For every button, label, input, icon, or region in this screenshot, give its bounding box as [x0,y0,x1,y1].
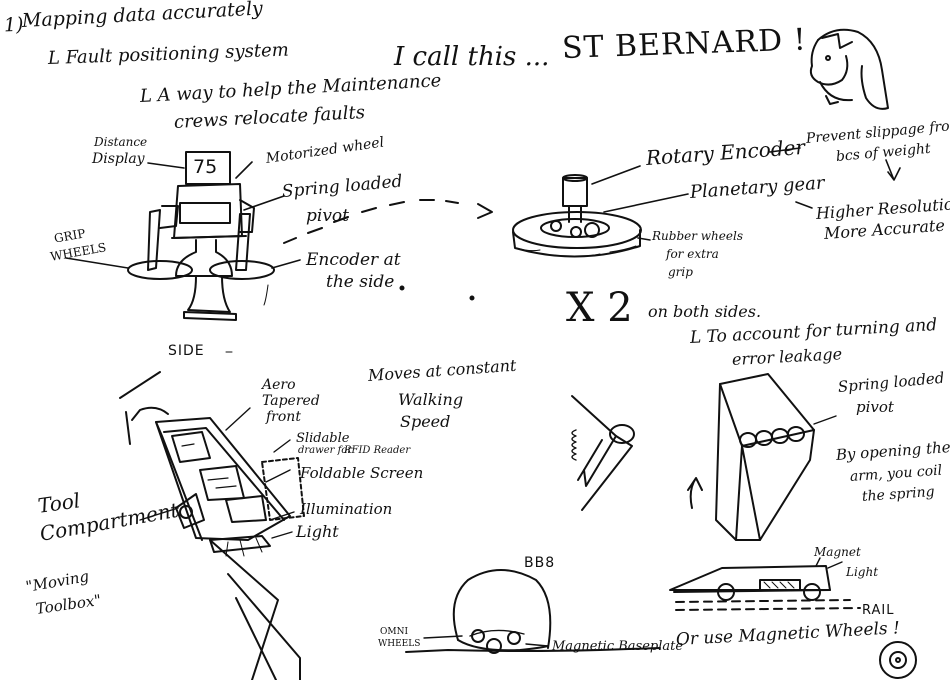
encoder-side-label-line2: the side [326,272,395,292]
moves-speed-label-line3: Speed [400,412,451,431]
illumination-label: Illumination [300,500,393,518]
tool-compartment-label-line1: Tool [36,488,82,518]
rail-light-label: Light [846,565,879,579]
bb8-label: BB8 [524,555,556,571]
distance-label: Distance [94,135,148,149]
magnet-label: Magnet [814,545,861,559]
side-caption: SIDE [168,343,205,359]
both-sides-label: on both sides. [648,302,762,321]
rail-label: RAIL [862,603,895,618]
pivot-block [687,373,837,541]
slidable-drawer-label-line1: Slidable [296,431,350,446]
omni-wheels-label-line1: OMNI [380,627,409,637]
spring-pivot-block-label-line2: pivot [856,398,894,416]
spring-pivot-label-line2: pivot [306,206,349,226]
omni-wheels-label-line2: WHEELS [378,639,421,649]
magnetic-baseplate-label: Magnetic Baseplate [552,639,684,654]
slidable-drawer-label-line2: drawer for [298,445,353,456]
encoder-side-label-line1: Encoder at [306,250,401,270]
moves-speed-label-line2: Walking [398,390,464,409]
side-view-device [65,151,493,321]
spring-arm-detail [571,395,635,511]
distance-display-value: 75 [193,156,218,178]
light-label: Light [296,522,339,541]
bb8-sphere [405,569,661,654]
magnetic-wheel-doodle [879,641,917,679]
device-name: ST BERNARD ! [561,22,808,66]
times-two-label: X 2 [566,285,633,331]
rubber-wheels-label-line1: Rubber wheels [652,229,743,243]
aero-label-line3: front [266,409,301,425]
rubber-wheels-label-line3: grip [668,265,693,279]
encoder-detail [512,147,901,258]
rubber-wheels-label-line2: for extra [666,247,719,261]
name-intro: I call this ... [394,42,550,72]
distance-display-box [185,151,231,185]
display-label: Display [92,151,145,167]
slidable-drawer-label-line3: RFID Reader [344,445,411,456]
aero-label-line1: Aero [262,377,296,393]
rail-vehicle [669,557,861,611]
aero-label-line2: Tapered [262,393,320,409]
st-bernard-dog-doodle [809,28,889,110]
foldable-screen-label: Foldable Screen [300,464,424,482]
toolbox-top-view [119,371,305,680]
